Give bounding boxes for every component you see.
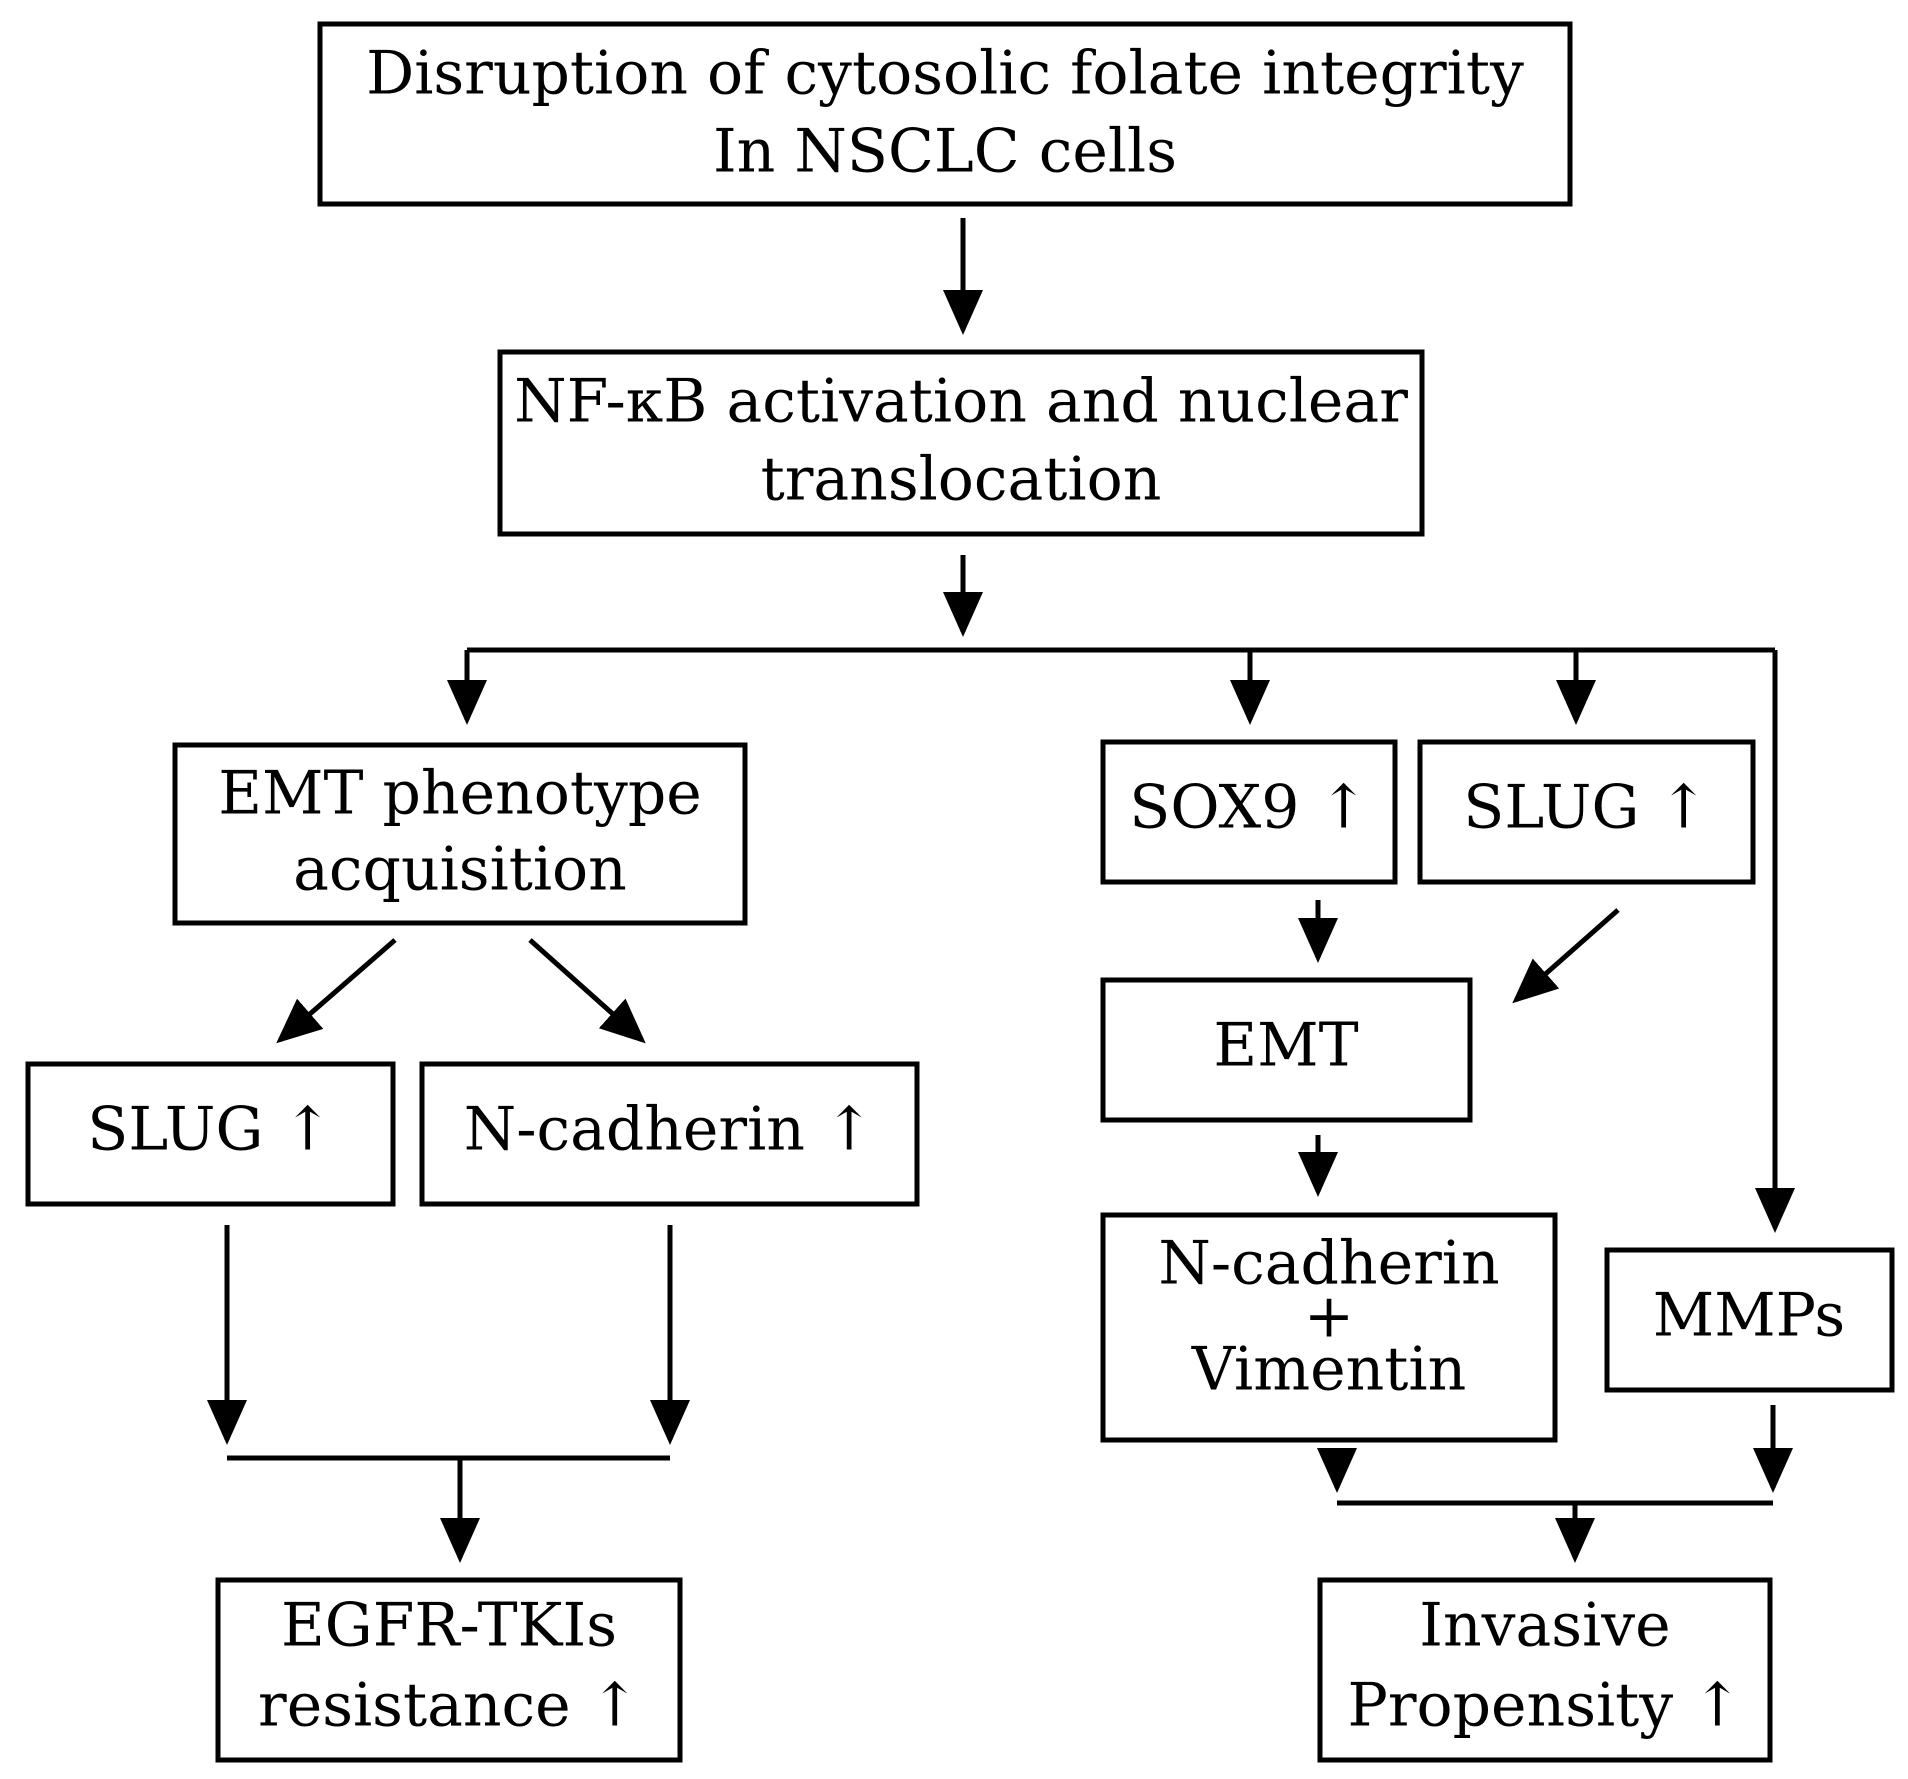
node-emt-phenotype-line1: EMT phenotype [218,759,702,829]
node-nfkb: NF-κB activation and nuclear translocati… [497,349,1425,537]
node-emt: EMT [1100,977,1473,1123]
node-emt-phenotype-line2: acquisition [293,835,627,905]
node-egfr-line1: EGFR-TKIs [281,1591,617,1661]
node-invasive-propensity: Invasive Propensity ↑ [1317,1577,1773,1763]
node-disruption-line1: Disruption of cytosolic folate integrity [366,39,1524,109]
node-invasive-line2: Propensity ↑ [1347,1671,1742,1741]
arrow-slug-right-to-emt [1512,908,1620,1004]
node-ncad-vim-line1: N-cadherin [1158,1229,1499,1299]
node-ncad-vim-line2: + [1304,1282,1354,1352]
node-ncadherin-left: N-cadherin ↑ [419,1061,920,1207]
node-egfr-line2: resistance ↑ [258,1671,640,1741]
node-slug-left-label: SLUG ↑ [87,1095,333,1165]
node-sox9: SOX9 ↑ [1100,739,1398,885]
node-invasive-line1: Invasive [1419,1591,1670,1661]
node-nfkb-line1: NF-κB activation and nuclear [514,367,1408,437]
node-nfkb-line2: translocation [761,445,1162,515]
node-emt-phenotype: EMT phenotype acquisition [172,742,748,926]
node-ncadherin-left-label: N-cadherin ↑ [464,1095,875,1165]
node-disruption: Disruption of cytosolic folate integrity… [317,21,1573,207]
node-mmps: MMPs [1604,1247,1895,1393]
node-emt-label: EMT [1213,1011,1358,1081]
node-slug-left: SLUG ↑ [25,1061,396,1207]
node-slug-right: SLUG ↑ [1417,739,1756,885]
arrow-emt-phenotype-to-ncadherin [528,938,646,1044]
node-mmps-label: MMPs [1653,1281,1845,1351]
arrow-emt-phenotype-to-slug [276,938,397,1044]
node-ncadherin-vimentin: N-cadherin + Vimentin [1100,1212,1558,1443]
node-slug-right-label: SLUG ↑ [1463,773,1709,843]
node-disruption-line2: In NSCLC cells [713,117,1177,187]
node-ncad-vim-line3: Vimentin [1191,1335,1466,1405]
node-sox9-label: SOX9 ↑ [1129,773,1368,843]
node-egfr-resistance: EGFR-TKIs resistance ↑ [215,1577,683,1763]
